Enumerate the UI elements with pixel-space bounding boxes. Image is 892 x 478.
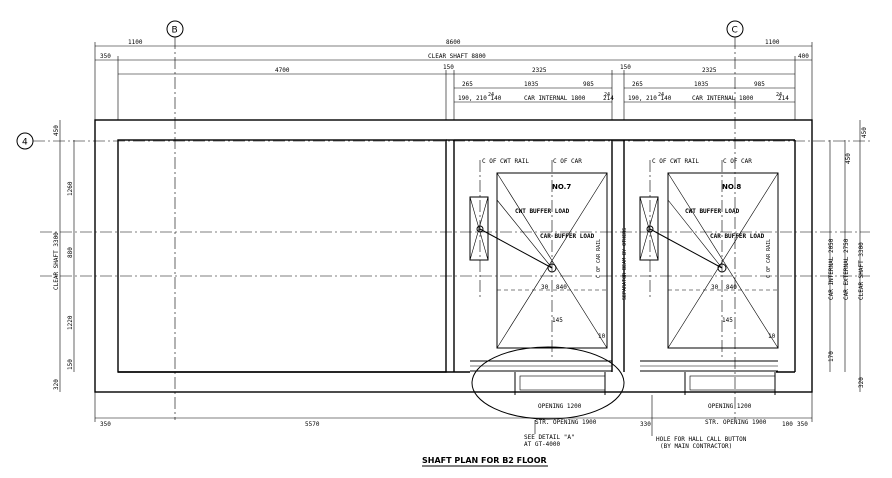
svg-text:C OF CAR: C OF CAR [553,158,582,165]
svg-text:1100: 1100 [128,39,143,46]
left-dimensions: 450 CLEAR SHAFT 3300 1260 880 1220 150 3… [53,120,75,392]
svg-text:2325: 2325 [702,67,717,74]
right-dimensions: 450 450 CAR INTERNAL 2050 CAR EXTERNAL 2… [828,120,868,392]
svg-text:C OF CWT RAIL: C OF CWT RAIL [482,158,529,165]
svg-text:450: 450 [53,125,60,136]
svg-text:265: 265 [462,81,473,88]
car-8-str-opening: STR. OPENING 1900 [705,419,767,426]
svg-text:190, 210 140: 190, 210 140 [628,95,672,102]
svg-text:24: 24 [604,92,610,98]
car-7: C OF CWT RAIL C OF CAR NO.7 CWT BUFFER L… [469,158,612,426]
top-dimensions: 1100 8600 1100 350 CLEAR SHAFT 8800 400 … [94,39,813,120]
car-7-opening: OPENING 1200 [538,403,582,410]
svg-text:CLEAR SHAFT 8800: CLEAR SHAFT 8800 [428,53,486,60]
svg-text:4700: 4700 [275,67,290,74]
svg-text:145: 145 [722,317,733,324]
svg-text:350: 350 [100,53,111,60]
svg-text:2325: 2325 [532,67,547,74]
car-8-opening: OPENING 1200 [708,403,752,410]
svg-text:1100: 1100 [765,39,780,46]
svg-text:10: 10 [598,333,606,340]
svg-text:CLEAR SHAFT 3300: CLEAR SHAFT 3300 [53,232,60,290]
svg-text:150: 150 [443,64,454,71]
svg-text:CWT BUFFER LOAD: CWT BUFFER LOAD [515,208,570,215]
svg-text:CWT BUFFER LOAD: CWT BUFFER LOAD [685,208,740,215]
shaft-walls [94,119,813,393]
grid-label-b: B [172,26,178,36]
svg-text:330: 330 [640,421,651,428]
grid-label-c: C [732,26,738,36]
svg-text:CAR INTERNAL 1800: CAR INTERNAL 1800 [524,95,586,102]
svg-text:400: 400 [798,53,809,60]
svg-text:265: 265 [632,81,643,88]
svg-text:840: 840 [726,284,737,291]
svg-text:C OF CWT RAIL: C OF CWT RAIL [652,158,699,165]
svg-text:24: 24 [776,92,782,98]
svg-text:1035: 1035 [524,81,539,88]
svg-text:190, 210 140: 190, 210 140 [458,95,502,102]
hole-note: HOLE FOR HALL CALL BUTTON [656,436,747,443]
svg-text:214: 214 [778,95,789,102]
svg-text:150: 150 [620,64,631,71]
svg-text:840: 840 [556,284,567,291]
svg-text:5570: 5570 [305,421,320,428]
car-7-str-opening: STR. OPENING 1900 [535,419,597,426]
svg-text:1260: 1260 [67,181,74,196]
svg-text:AT GT-4000: AT GT-4000 [524,441,561,448]
svg-text:C OF CAR RAIL: C OF CAR RAIL [596,239,602,278]
svg-text:1220: 1220 [67,315,74,330]
see-detail-note: SEE DETAIL "A" [524,434,575,441]
drawing-title: SHAFT PLAN FOR B2 FLOOR [422,456,547,465]
svg-text:150: 150 [67,359,74,370]
svg-text:10: 10 [768,333,776,340]
svg-text:350: 350 [100,421,111,428]
svg-text:450: 450 [845,153,852,164]
left-void [117,139,447,373]
svg-text:24: 24 [488,92,494,98]
svg-text:880: 880 [67,247,74,258]
svg-text:8600: 8600 [446,39,461,46]
svg-text:100: 100 [782,421,793,428]
cwt-frame-8 [639,196,659,261]
svg-text:1035: 1035 [694,81,709,88]
svg-text:985: 985 [754,81,765,88]
svg-text:CAR EXTERNAL 2750: CAR EXTERNAL 2750 [843,238,850,300]
svg-text:CAR INTERNAL 1800: CAR INTERNAL 1800 [692,95,754,102]
svg-text:C OF CAR RAIL: C OF CAR RAIL [766,239,772,278]
svg-text:320: 320 [53,379,60,390]
annotation-notes: SEE DETAIL "A" AT GT-4000 HOLE FOR HALL … [524,395,747,450]
detail-a-callout [471,346,625,420]
svg-text:CLEAR SHAFT 3300: CLEAR SHAFT 3300 [858,242,865,300]
grid-bubble-b: B [166,20,184,38]
svg-text:(BY MAIN CONTRACTOR): (BY MAIN CONTRACTOR) [660,443,732,450]
grid-bubble-c: C [726,20,744,38]
svg-text:170: 170 [828,351,835,362]
svg-text:145: 145 [552,317,563,324]
svg-text:450: 450 [861,127,868,138]
cwt-frame-7 [469,196,489,261]
svg-text:30: 30 [541,284,549,291]
svg-text:C OF CAR: C OF CAR [723,158,752,165]
bottom-dimensions: 350 5570 330 100 350 [94,392,813,428]
svg-text:320: 320 [858,377,865,388]
svg-text:985: 985 [583,81,594,88]
car-8-label: NO.8 [722,183,741,191]
svg-text:CAR BUFFER LOAD: CAR BUFFER LOAD [710,233,765,240]
svg-text:24: 24 [658,92,664,98]
svg-text:214: 214 [603,95,614,102]
car-8: C OF CWT RAIL C OF CAR NO.8 CWT BUFFER L… [639,158,779,426]
svg-text:30: 30 [711,284,719,291]
svg-text:350: 350 [797,421,808,428]
car-7-label: NO.7 [552,183,571,191]
grid-bubble-4: 4 [16,132,34,150]
separator-beam-label: SEPARATOR BEAM BY OTHERS [622,228,628,300]
grid-label-4: 4 [22,138,28,148]
svg-text:CAR INTERNAL 2050: CAR INTERNAL 2050 [828,238,835,300]
svg-text:CAR BUFFER LOAD: CAR BUFFER LOAD [540,233,595,240]
